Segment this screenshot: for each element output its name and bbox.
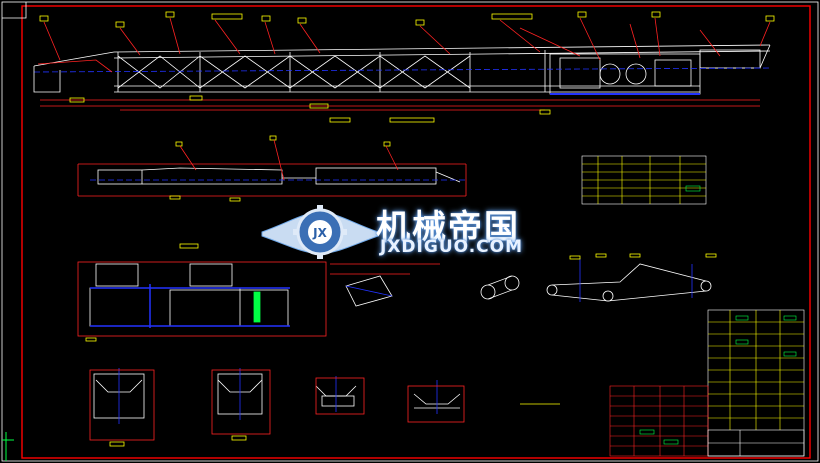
idler-cross-sections (89, 368, 560, 447)
conveyor-plan-view-top (77, 135, 467, 202)
conveyor-elevation-view (33, 11, 775, 123)
watermark-domain: JXDIGUO.COM (380, 237, 524, 257)
watermark-logo-letters: JX (312, 226, 327, 240)
parts-list-table (581, 155, 707, 205)
title-block (609, 309, 805, 457)
belt-routing-schematic (330, 253, 717, 307)
conveyor-plan-view-lower (77, 243, 327, 342)
watermark-logo-icon: JX (261, 205, 379, 259)
watermark-title: 机械帝国 (376, 208, 520, 248)
